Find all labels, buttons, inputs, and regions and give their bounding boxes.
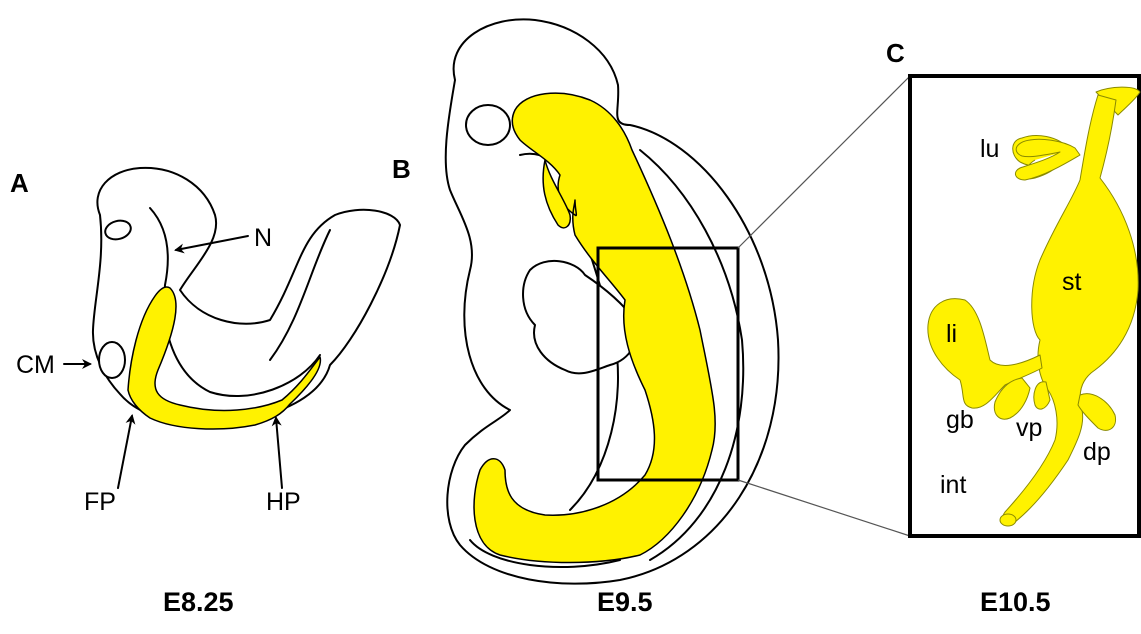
label-dorsal-pancreas: dp: [1083, 438, 1111, 466]
label-intestine: int: [940, 471, 966, 499]
label-lung: lu: [980, 135, 999, 163]
label-stomach: st: [1062, 268, 1082, 296]
label-cardiac-mesoderm: CM: [16, 351, 55, 379]
label-gall-bladder: gb: [946, 406, 974, 434]
zoom-connector-top: [738, 76, 910, 248]
panel-c-letter: C: [886, 38, 905, 68]
panel-b: B E9.5: [392, 19, 779, 617]
stage-label-a: E8.25: [163, 587, 234, 617]
arrow-hindgut-pocket: [276, 418, 282, 488]
e105-intestine-tip: [1000, 514, 1016, 526]
label-ventral-pancreas: vp: [1016, 414, 1042, 442]
stage-label-b: E9.5: [597, 587, 653, 617]
label-liver: li: [946, 320, 957, 348]
zoom-connector-bottom: [738, 480, 910, 536]
label-hindgut-pocket: HP: [266, 488, 301, 516]
label-foregut-pocket: FP: [84, 488, 116, 516]
stage-label-c: E10.5: [980, 587, 1051, 617]
e825-cardiac-mesoderm: [99, 342, 125, 378]
panel-b-letter: B: [392, 154, 411, 184]
label-notochord: N: [254, 224, 272, 252]
panel-c: C lu st li gb vp dp: [886, 38, 1140, 617]
panel-a-letter: A: [10, 168, 29, 198]
arrow-foregut-pocket: [118, 416, 132, 488]
panel-a: A N CM FP HP E8.25: [10, 168, 400, 617]
e95-eye: [466, 105, 510, 145]
